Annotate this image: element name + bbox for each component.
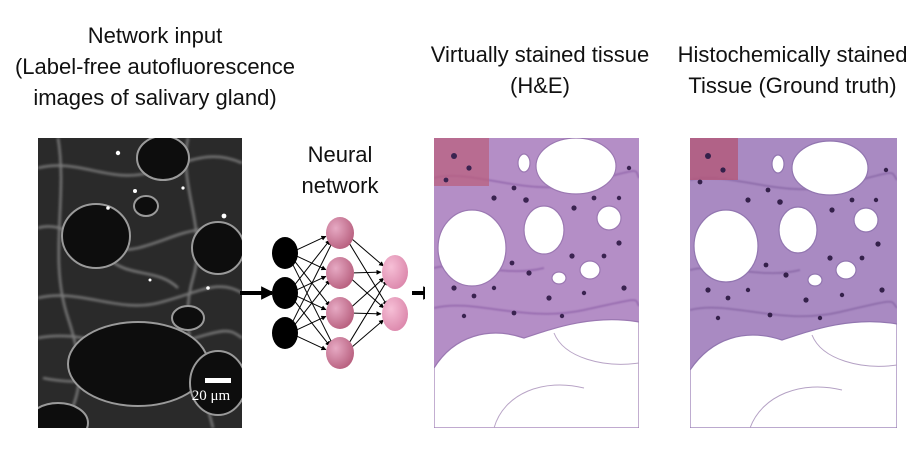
neural-network-title-1: Neural xyxy=(307,142,373,167)
autofluorescence-image xyxy=(38,138,242,428)
connection-input2-hidden3 xyxy=(297,335,327,351)
connection-hidden0-output0 xyxy=(351,238,384,267)
connection-hidden3-output1 xyxy=(351,319,384,348)
histochemical-stain-subtitle: Tissue (Ground truth) xyxy=(688,73,897,98)
network-input-title: Network input xyxy=(87,23,223,48)
output-node-1 xyxy=(382,255,408,289)
autofluorescence-image-drawing xyxy=(38,138,242,428)
virtual-stain-title: Virtually stained tissue xyxy=(430,42,650,67)
connection-hidden1-output0 xyxy=(353,269,382,275)
hidden-node-3 xyxy=(326,297,354,329)
histochemically-stained-image xyxy=(690,138,897,428)
input-node-3 xyxy=(272,317,298,349)
scale-bar-label: 20 μm xyxy=(191,388,231,404)
virtually-stained-image xyxy=(434,138,639,428)
hidden-node-1 xyxy=(326,217,354,249)
neural-network-title-2: network xyxy=(301,173,379,198)
network-nodes xyxy=(272,217,408,369)
histochemically-stained-image-drawing xyxy=(690,138,897,428)
hidden-node-4 xyxy=(326,337,354,369)
connection-input1-hidden0 xyxy=(293,239,331,287)
connection-hidden0-output1 xyxy=(347,240,388,306)
virtual-stain-caption: Virtually stained tissue (H&E) xyxy=(420,39,660,101)
connection-input2-hidden2 xyxy=(297,315,327,331)
scale-bar xyxy=(205,378,231,383)
input-node-2 xyxy=(272,277,298,309)
input-node-1 xyxy=(272,237,298,269)
connection-input2-hidden0 xyxy=(290,240,334,325)
connection-input2-hidden1 xyxy=(293,279,331,327)
connection-hidden3-output0 xyxy=(347,280,388,346)
network-input-subtitle-2: images of salivary gland) xyxy=(33,85,277,110)
virtually-stained-image-drawing xyxy=(434,138,639,428)
histochemical-stain-title: Histochemically stained xyxy=(677,42,908,67)
network-input-caption: Network input (Label-free autofluorescen… xyxy=(0,20,310,113)
output-node-2 xyxy=(382,297,408,331)
connection-hidden2-output0 xyxy=(350,277,385,308)
network-input-subtitle-1: (Label-free autofluorescence xyxy=(14,54,296,79)
neural-network-diagram xyxy=(240,217,425,369)
connection-input0-hidden0 xyxy=(297,235,327,251)
virtual-stain-subtitle: (H&E) xyxy=(510,73,570,98)
hidden-node-2 xyxy=(326,257,354,289)
neural-network-caption: Neural network xyxy=(270,139,410,201)
histochemical-stain-caption: Histochemically stained Tissue (Ground t… xyxy=(665,39,920,101)
network-connections xyxy=(290,235,388,351)
